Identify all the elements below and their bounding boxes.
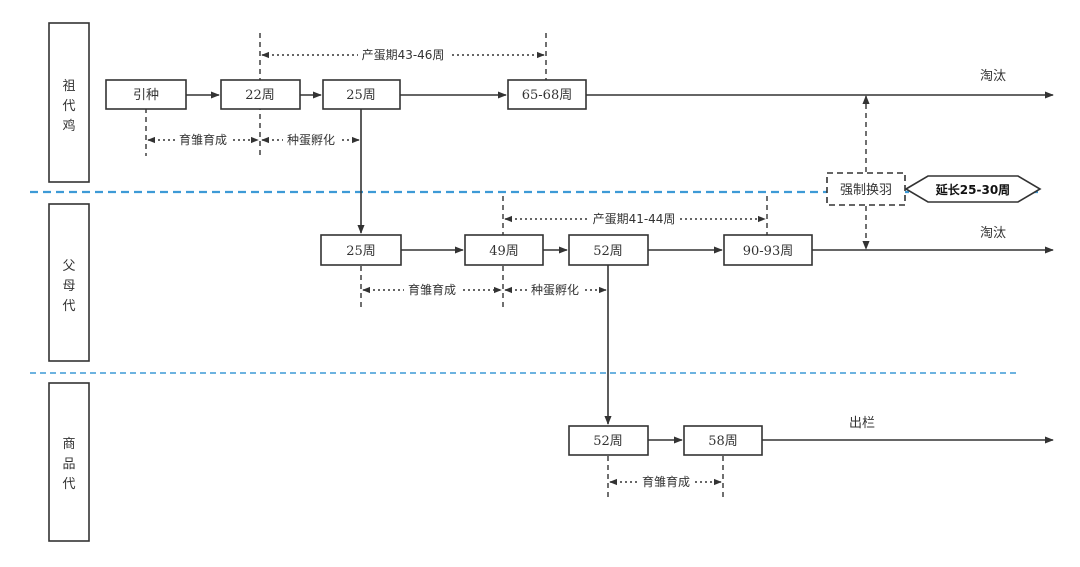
- grandparent-brooding-label: 育雏育成: [179, 132, 227, 147]
- commercial-market-label: 出栏: [849, 416, 875, 431]
- extend-label: 延长25-30周: [935, 182, 1010, 197]
- grandparent-hatching-bg: [283, 132, 339, 148]
- node-gp-22: [220, 79, 301, 110]
- forced-molt-label: 强制换羽: [840, 183, 892, 198]
- forced-molt-box: [826, 172, 906, 206]
- generation-box-commercial: [48, 382, 90, 542]
- generation-label-commercial-3: 代: [62, 477, 75, 492]
- node-gp-25: [322, 79, 401, 110]
- node-p-90-label: 90-93周: [743, 244, 793, 259]
- node-p-49-label: 49周: [489, 244, 519, 259]
- extend-shape: [904, 175, 1042, 203]
- node-import-label: 引种: [133, 88, 159, 103]
- commercial-brooding-bg: [638, 474, 694, 490]
- grandparent-hatching-label: 种蛋孵化: [287, 133, 335, 147]
- parent-laying-label: 产蛋期41-44周: [593, 212, 676, 226]
- generation-box-grandparent: [48, 22, 90, 183]
- node-c-58-label: 58周: [708, 434, 738, 449]
- grandparent-brooding-bg: [175, 132, 231, 148]
- parent-brooding-bg: [404, 282, 460, 298]
- generation-label-parent-3: 代: [62, 299, 75, 314]
- generation-label-parent-2: 母: [62, 279, 75, 294]
- parent-brooding-label: 育雏育成: [408, 282, 456, 297]
- parent-hatching-bg: [527, 282, 583, 298]
- node-c-58: [683, 425, 763, 456]
- grandparent-laying-label: 产蛋期43-46周: [362, 48, 445, 62]
- node-gp-22-label: 22周: [245, 88, 275, 103]
- node-p-52: [568, 234, 649, 266]
- generation-label-grandparent-2: 代: [62, 99, 75, 114]
- grandparent-cull-label: 淘汰: [980, 69, 1006, 84]
- grandparent-laying-bg: [358, 47, 450, 63]
- node-gp-25-label: 25周: [346, 88, 376, 103]
- commercial-brooding-label: 育雏育成: [642, 474, 690, 489]
- generation-label-parent-1: 父: [62, 259, 75, 274]
- node-import: [105, 79, 187, 110]
- generation-box-parent: [48, 203, 90, 362]
- node-p-49: [464, 234, 544, 266]
- node-c-52: [568, 425, 649, 456]
- node-gp-65-label: 65-68周: [522, 88, 572, 103]
- generation-label-grandparent-1: 祖: [62, 79, 75, 94]
- parent-cull-label: 淘汰: [980, 226, 1006, 241]
- generation-label-commercial-2: 品: [62, 457, 75, 472]
- parent-laying-bg: [588, 211, 680, 227]
- generation-label-grandparent-3: 鸡: [62, 118, 75, 134]
- node-p-25-label: 25周: [346, 244, 376, 259]
- node-c-52-label: 52周: [593, 434, 623, 449]
- node-p-90: [723, 234, 813, 266]
- node-p-52-label: 52周: [593, 244, 623, 259]
- node-gp-65: [507, 79, 587, 110]
- parent-hatching-label: 种蛋孵化: [531, 283, 579, 297]
- node-p-25: [320, 234, 402, 266]
- generation-label-commercial-1: 商: [62, 437, 75, 452]
